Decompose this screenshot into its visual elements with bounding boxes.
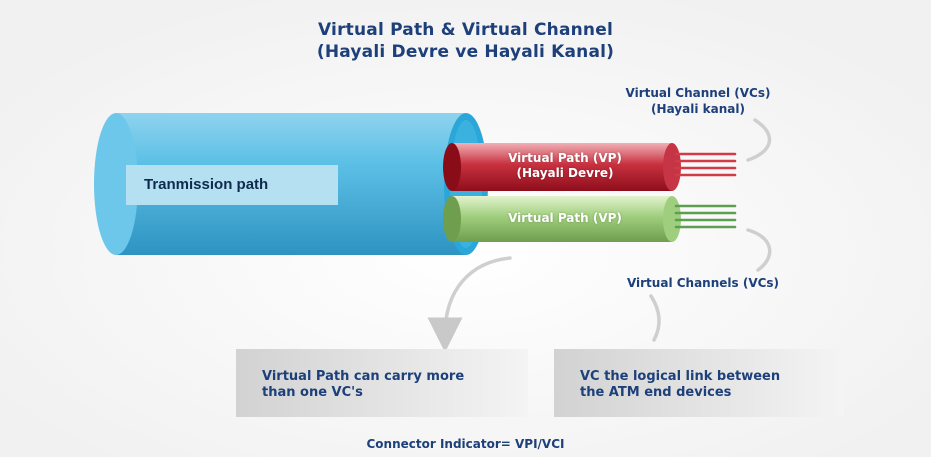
note-left-line-1: Virtual Path can carry more	[262, 369, 465, 384]
vp-green-label: Virtual Path (VP)	[508, 211, 622, 225]
vc-bottom-label: Virtual Channels (VCs)	[626, 276, 780, 290]
note-box-right	[554, 349, 844, 417]
pointer-vc-bottom	[746, 228, 772, 272]
transmission-path-label: Tranmission path	[126, 165, 338, 205]
title-line-2: (Hayali Devre ve Hayali Kanal)	[316, 42, 615, 62]
pointer-vp-note	[427, 256, 512, 353]
vc-top-label-line-1: Virtual Channel (VCs)	[625, 86, 771, 100]
pointer-vc-bottom-lower	[649, 294, 661, 342]
vp-red-label: Virtual Path (VP) (Hayali Devre)	[470, 151, 660, 181]
vp-red-label-line-2: (Hayali Devre)	[516, 166, 614, 180]
vc-top-label: Virtual Channel (VCs) (Hayali kanal)	[598, 85, 798, 117]
virtual-path-green-tube	[443, 196, 681, 242]
virtual-channel-red-wires	[674, 152, 737, 177]
note-right-line-2: the ATM end devices	[580, 385, 732, 400]
connector-indicator: Connector Indicator= VPI/VCI	[366, 437, 565, 451]
note-right-text: VC the logical link between the ATM end …	[580, 369, 840, 401]
note-box-left	[236, 349, 528, 417]
note-left-text: Virtual Path can carry more than one VC'…	[262, 369, 522, 401]
title-line-1: Virtual Path & Virtual Channel	[317, 20, 613, 40]
vp-red-label-line-1: Virtual Path (VP)	[508, 151, 622, 165]
note-right-line-1: VC the logical link between	[580, 369, 781, 384]
vc-top-label-line-2: (Hayali kanal)	[651, 102, 745, 116]
pointer-vc-top	[746, 118, 772, 162]
virtual-channel-green-wires	[674, 204, 737, 229]
note-left-line-2: than one VC's	[262, 385, 363, 400]
